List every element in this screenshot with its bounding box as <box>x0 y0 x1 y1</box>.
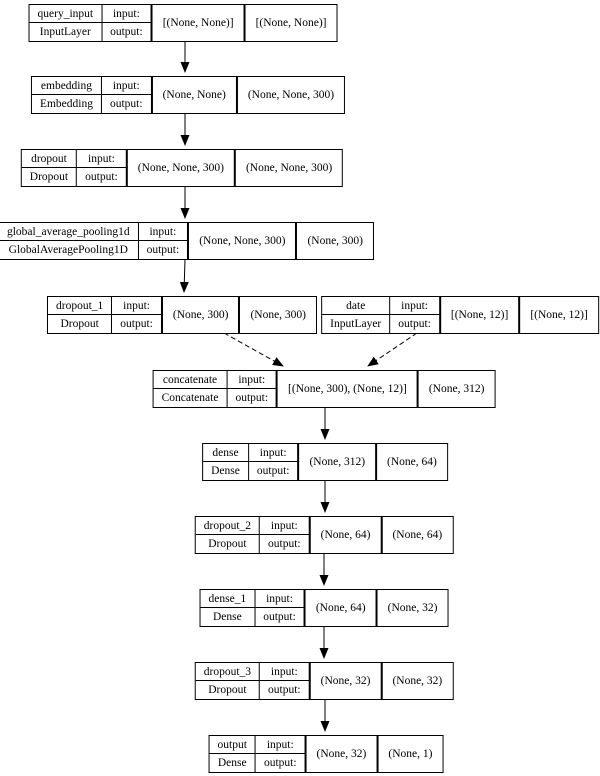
layer-name: dropout_3 <box>195 663 261 681</box>
input-label: input: <box>390 297 441 315</box>
output-label: output: <box>255 608 306 626</box>
input-label: input: <box>101 77 153 95</box>
layer-class: GlobalAveragePooling1D <box>0 241 139 259</box>
output-label: output: <box>77 168 128 186</box>
input-label: input: <box>248 444 300 462</box>
layer-name: dense <box>203 444 249 462</box>
edge-global_average_pooling1d-to-dropout_1 <box>179 258 189 293</box>
layer-class: Concatenate <box>154 389 228 407</box>
output-shape: (None, None, 300) <box>245 162 333 174</box>
layer-name: dropout_1 <box>47 297 113 315</box>
layer-class: Dense <box>210 754 256 772</box>
edge-date-to-concatenate <box>367 332 418 367</box>
layer-name: embedding <box>31 77 102 95</box>
input-shape: (None, None) <box>153 77 238 113</box>
output-label: output: <box>260 681 311 699</box>
input-shape: (None, 32) <box>307 736 379 772</box>
input-shape: (None, 300) <box>163 297 241 333</box>
output-label: output: <box>256 754 307 772</box>
layer-name: global_average_pooling1d <box>0 223 139 241</box>
layer-class: Dropout <box>196 681 261 699</box>
layer-name: concatenate <box>153 371 228 389</box>
layer-class: Dense <box>201 608 256 626</box>
layer-class: Embedding <box>32 95 102 113</box>
output-shape: (None, 312) <box>428 383 485 395</box>
output-label: output: <box>260 535 311 553</box>
output-shape: (None, 300) <box>307 235 364 247</box>
input-shape: (None, None, 300) <box>128 150 236 186</box>
input-label: input: <box>255 736 307 754</box>
input-label: input: <box>138 223 190 241</box>
layer-name: dropout <box>21 150 78 168</box>
input-label: input: <box>227 371 279 389</box>
output-shape: [(None, None)] <box>255 17 327 29</box>
layer-class: InputLayer <box>30 23 103 41</box>
output-label: output: <box>102 95 153 113</box>
output-label: output: <box>139 241 190 259</box>
output-shape: (None, None, 300) <box>247 89 335 101</box>
output-shape: (None, 300) <box>250 309 307 321</box>
layer-class: Dropout <box>22 168 78 186</box>
edge-dropout_1-to-concatenate <box>223 332 284 367</box>
output-shape: (None, 32) <box>392 675 443 687</box>
input-label: input: <box>260 663 311 681</box>
output-shape: (None, 1) <box>388 748 433 760</box>
input-label: input: <box>260 517 311 535</box>
layer-name: query_input <box>29 5 103 23</box>
layer-class: Dense <box>203 462 249 480</box>
output-label: output: <box>249 462 300 480</box>
output-label: output: <box>112 315 163 333</box>
input-label: input: <box>255 590 306 608</box>
output-shape: (None, 64) <box>387 456 437 468</box>
input-shape: (None, None, 300) <box>189 223 298 259</box>
output-label: output: <box>227 389 279 407</box>
output-shape: [(None, 12)] <box>530 309 588 321</box>
input-shape: (None, 64) <box>306 590 378 626</box>
input-label: input: <box>112 297 163 315</box>
input-label: input: <box>77 150 128 168</box>
layer-name: dropout_2 <box>195 517 261 535</box>
layer-class: Dropout <box>196 535 261 553</box>
input-shape: (None, 64) <box>311 517 383 553</box>
input-shape: [(None, 12)] <box>441 297 521 333</box>
output-shape: (None, 64) <box>392 529 443 541</box>
layer-name: dense_1 <box>200 590 256 608</box>
layer-class: InputLayer <box>322 315 391 333</box>
layer-name: output <box>209 736 256 754</box>
layer-name: date <box>322 297 391 315</box>
input-shape: [(None, None)] <box>153 5 246 41</box>
input-shape: [(None, 300), (None, 12)] <box>278 371 419 407</box>
output-label: output: <box>390 315 441 333</box>
input-shape: (None, 32) <box>311 663 383 699</box>
input-label: input: <box>102 5 153 23</box>
output-label: output: <box>102 23 153 41</box>
layer-class: Dropout <box>48 315 113 333</box>
input-shape: (None, 312) <box>299 444 378 480</box>
output-shape: (None, 32) <box>387 602 438 614</box>
